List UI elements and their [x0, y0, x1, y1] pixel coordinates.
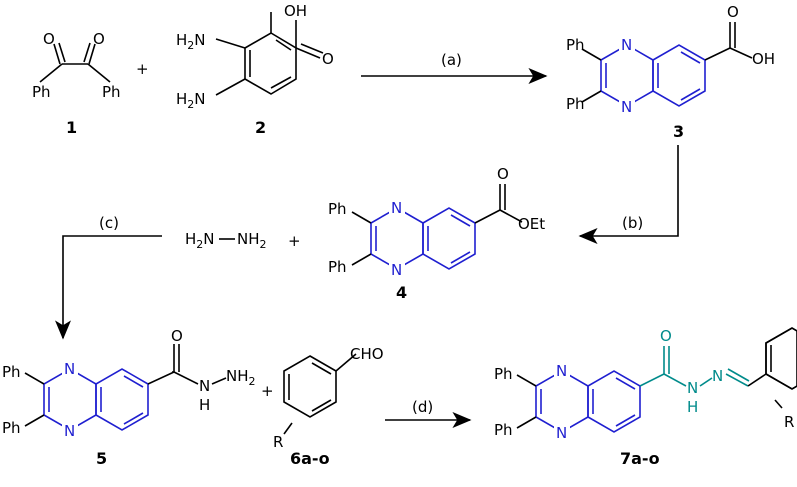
atom-ph: Ph [566, 36, 585, 54]
atom-ph: Ph [494, 421, 513, 439]
reaction-arrow-c [55, 235, 162, 340]
atom-ph: Ph [494, 365, 513, 383]
atom-o: O [727, 3, 739, 21]
compound-4-ethyl-ester: N N O OEt Ph Ph 4 [328, 165, 545, 302]
compound-1-benzil: O O Ph Ph 1 [32, 30, 121, 137]
compound-3-quinoxaline-carboxylic-acid: N N O OH Ph Ph 3 [566, 3, 775, 141]
plus-sign: + [288, 232, 301, 250]
atom-ph: Ph [32, 83, 51, 101]
svg-text:NH2: NH2 [237, 230, 267, 251]
compound-label-7: 7a-o [620, 449, 660, 468]
atom-oh: OH [284, 2, 307, 20]
atom-o: O [43, 30, 55, 48]
atom-o: O [660, 327, 672, 345]
atom-ph: Ph [566, 95, 585, 113]
atom-n: N [687, 379, 698, 397]
step-label-d: (d) [412, 398, 433, 416]
atom-r: R [273, 433, 283, 451]
atom-o: O [322, 50, 334, 68]
compound-6-benzaldehyde: CHO R 6a-o [273, 345, 384, 468]
amino-group: H2N [176, 31, 206, 52]
step-label-b: (b) [622, 214, 643, 232]
compound-label-4: 4 [396, 283, 407, 302]
compound-label-5: 5 [96, 449, 107, 468]
compound-label-3: 3 [673, 122, 684, 141]
plus-sign: + [136, 60, 149, 78]
atom-n: N [199, 377, 210, 395]
reaction-arrow-b [578, 145, 679, 244]
step-label-c: (c) [99, 214, 119, 232]
atom-o: O [497, 165, 509, 183]
atom-o: O [93, 30, 105, 48]
hydrazine-reagent: H2N NH2 [185, 230, 267, 251]
atom-ph: Ph [2, 363, 21, 381]
atom-n: N [391, 261, 402, 279]
atom-ph: Ph [328, 258, 347, 276]
atom-n: N [64, 422, 75, 440]
atom-o: O [171, 327, 183, 345]
plus-sign: + [261, 382, 274, 400]
atom-oet: OEt [518, 215, 545, 233]
step-label-a: (a) [441, 51, 462, 69]
atom-h: H [199, 396, 210, 414]
atom-n: N [64, 360, 75, 378]
atom-ph: Ph [102, 83, 121, 101]
compound-5-hydrazide: N N O N H NH2 Ph Ph 5 [2, 327, 256, 468]
atom-cho: CHO [350, 345, 384, 363]
atom-n: N [556, 424, 567, 442]
svg-text:H2N: H2N [185, 230, 215, 251]
atom-oh: OH [752, 50, 775, 68]
atom-n: N [621, 98, 632, 116]
atom-n: N [556, 362, 567, 380]
compound-2-diaminobenzoic-acid: OH O H2N H2N 2 [176, 2, 334, 137]
amino-group: H2N [176, 90, 206, 111]
atom-n: N [712, 367, 723, 385]
atom-r: R [784, 413, 794, 431]
atom-n: N [391, 199, 402, 217]
atom-nh2: NH2 [226, 367, 256, 388]
compound-label-2: 2 [255, 118, 266, 137]
compound-label-6: 6a-o [290, 449, 330, 468]
atom-n: N [621, 36, 632, 54]
compound-7-hydrazone: N N O N H N R Ph Ph 7a-o [494, 327, 797, 468]
atom-h: H [687, 398, 698, 416]
atom-ph: Ph [2, 419, 21, 437]
atom-ph: Ph [328, 200, 347, 218]
compound-label-1: 1 [66, 118, 77, 137]
